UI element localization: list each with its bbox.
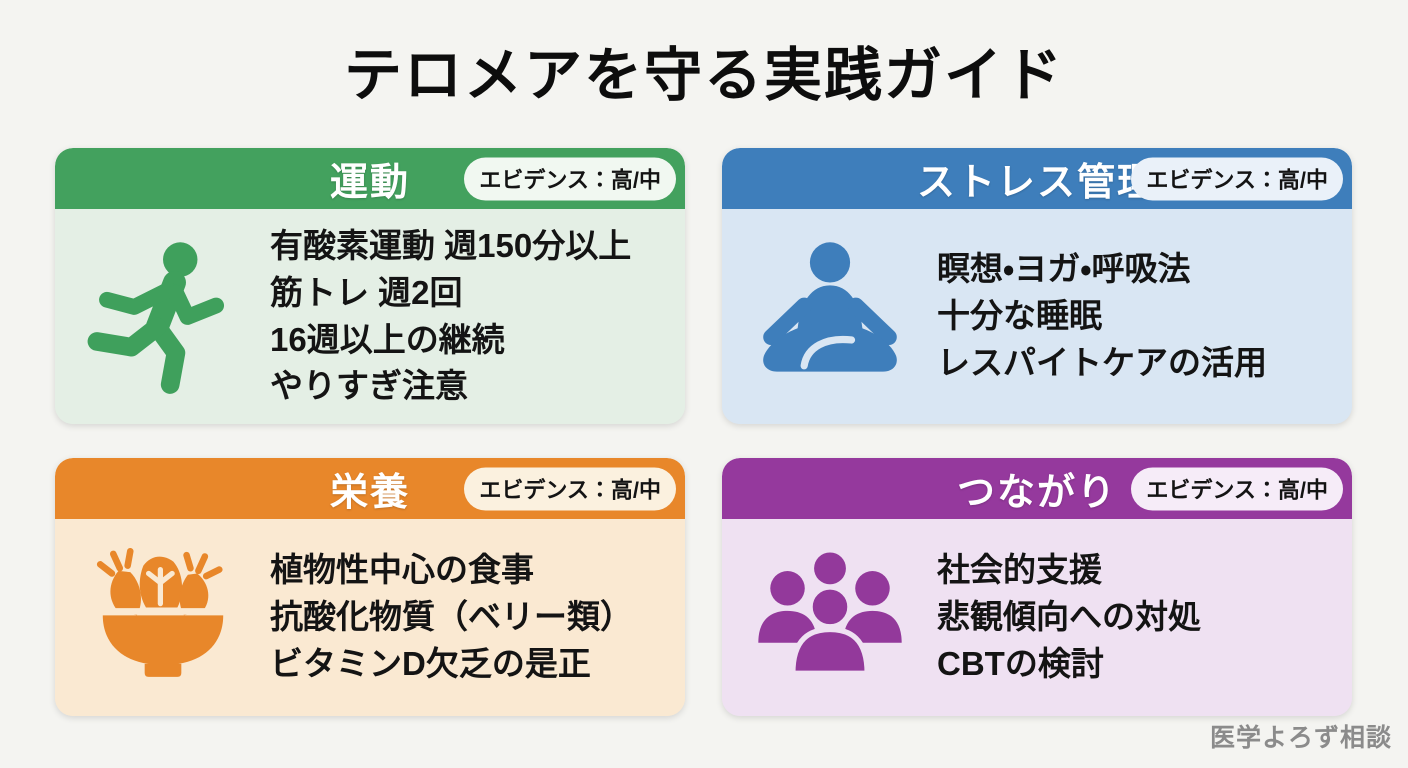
card-line: CBTの検討 bbox=[937, 644, 1104, 682]
card-stress-title: ストレス管理 bbox=[916, 162, 1157, 204]
card-line: 社会的支援 bbox=[937, 551, 1102, 589]
card-connection-lines: 社会的支援 悲観傾向への対処 CBTの検討 bbox=[937, 547, 1352, 688]
card-line: やりすぎ注意 bbox=[270, 367, 468, 405]
card-connection-header: つながり エビデンス：高/中 bbox=[722, 458, 1352, 519]
card-stress-management: ストレス管理 エビデンス：高/中 瞑想・ヨガ・呼吸法 十分な睡眠 bbox=[722, 148, 1352, 424]
card-line: 十分な睡眠 bbox=[937, 297, 1102, 335]
card-stress-header: ストレス管理 エビデンス：高/中 bbox=[722, 148, 1352, 209]
card-exercise-title: 運動 bbox=[329, 162, 410, 204]
evidence-badge: エビデンス：高/中 bbox=[1131, 467, 1343, 510]
card-line: レスパイトケアの活用 bbox=[937, 343, 1267, 381]
card-nutrition-header: 栄養 エビデンス：高/中 bbox=[55, 458, 685, 519]
card-nutrition-lines: 植物性中心の食事 抗酸化物質（ベリー類） ビタミンD欠乏の是正 bbox=[270, 547, 685, 688]
card-exercise: 運動 エビデンス：高/中 有酸素運動 週150分以上 筋トレ bbox=[55, 148, 685, 424]
salad-bowl-icon bbox=[55, 546, 270, 690]
card-stress-body: 瞑想・ヨガ・呼吸法 十分な睡眠 レスパイトケアの活用 bbox=[722, 209, 1352, 424]
card-nutrition-title: 栄養 bbox=[329, 472, 410, 514]
card-line: 植物性中心の食事 bbox=[270, 551, 534, 589]
evidence-badge: エビデンス：高/中 bbox=[1131, 157, 1343, 200]
card-nutrition-body: 植物性中心の食事 抗酸化物質（ベリー類） ビタミンD欠乏の是正 bbox=[55, 519, 685, 716]
card-line: 筋トレ 週2回 bbox=[270, 273, 463, 311]
people-group-icon bbox=[722, 551, 937, 684]
card-line: 有酸素運動 週150分以上 bbox=[270, 226, 632, 264]
evidence-badge: エビデンス：高/中 bbox=[464, 157, 676, 200]
card-exercise-lines: 有酸素運動 週150分以上 筋トレ 週2回 16週以上の継続 やりすぎ注意 bbox=[270, 223, 685, 410]
card-exercise-header: 運動 エビデンス：高/中 bbox=[55, 148, 685, 209]
card-line: 16週以上の継続 bbox=[270, 320, 505, 358]
card-connection: つながり エビデンス：高/中 社会的支援 bbox=[722, 458, 1352, 716]
card-connection-body: 社会的支援 悲観傾向への対処 CBTの検討 bbox=[722, 519, 1352, 716]
running-person-icon bbox=[55, 238, 270, 396]
card-connection-title: つながり bbox=[956, 472, 1117, 514]
card-exercise-body: 有酸素運動 週150分以上 筋トレ 週2回 16週以上の継続 やりすぎ注意 bbox=[55, 209, 685, 424]
card-line: 抗酸化物質（ベリー類） bbox=[270, 598, 633, 636]
card-line: ビタミンD欠乏の是正 bbox=[270, 644, 591, 682]
evidence-badge: エビデンス：高/中 bbox=[464, 467, 676, 510]
card-nutrition: 栄養 エビデンス：高/中 bbox=[55, 458, 685, 716]
meditation-person-icon bbox=[722, 238, 937, 396]
card-line: 悲観傾向への対処 bbox=[937, 598, 1201, 636]
card-stress-lines: 瞑想・ヨガ・呼吸法 十分な睡眠 レスパイトケアの活用 bbox=[937, 246, 1352, 387]
footer-credit: 医学よろず相談 bbox=[1209, 724, 1392, 752]
card-line: 瞑想・ヨガ・呼吸法 bbox=[937, 250, 1191, 288]
page-title: テロメアを守る実践ガイド bbox=[343, 43, 1064, 108]
